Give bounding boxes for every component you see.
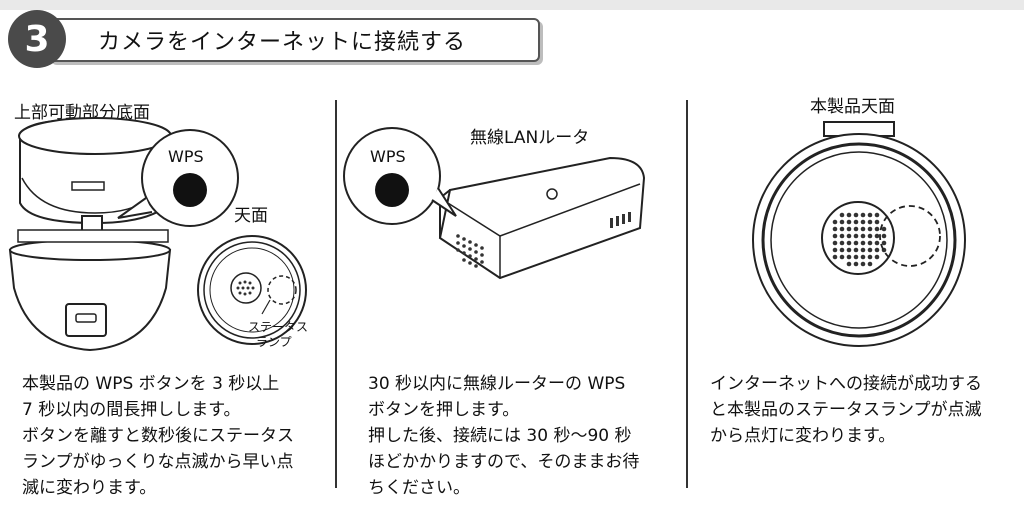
speaker-hole (867, 247, 873, 253)
speaker-hole (867, 261, 873, 267)
middle-description-line: ボタンを押します。 (368, 400, 520, 420)
step-title: カメラをインターネットに接続する (98, 30, 467, 55)
speaker-hole (846, 212, 852, 218)
speaker-hole (832, 240, 838, 246)
speaker-hole (832, 233, 838, 239)
speaker-hole (846, 233, 852, 239)
speaker-hole (853, 219, 859, 225)
speaker-hole (860, 247, 866, 253)
speaker-hole (853, 226, 859, 232)
product-top-illustration (752, 121, 966, 347)
speaker-hole (839, 233, 845, 239)
speaker-hole (867, 219, 873, 225)
speaker-hole (839, 219, 845, 225)
column-divider-1 (335, 100, 337, 488)
middle-description-line: 30 秒以内に無線ルーターの WPS (368, 374, 626, 394)
speaker-hole (881, 226, 887, 232)
status-lamp-label-line2: ランプ (256, 335, 292, 349)
column-divider-2 (686, 100, 688, 488)
step-number-badge: 3 (8, 10, 66, 68)
speaker-hole (839, 212, 845, 218)
speaker-hole (860, 261, 866, 267)
speaker-hole (874, 212, 880, 218)
speaker-hole (832, 219, 838, 225)
speaker-hole (853, 212, 859, 218)
speaker-hole (839, 240, 845, 246)
speaker-hole (846, 219, 852, 225)
middle-description-line: ほどかかりますので、そのままお待 (368, 452, 640, 472)
speaker-hole (853, 233, 859, 239)
middle-description: 30 秒以内に無線ルーターの WPS ボタンを押します。 押した後、接続には 3… (368, 371, 639, 501)
speaker-hole (846, 247, 852, 253)
right-description-line: から点灯に変わります。 (710, 426, 896, 446)
speaker-hole (853, 247, 859, 253)
step-header: カメラをインターネットに接続する 3 (8, 10, 548, 68)
right-description: インターネットへの接続が成功する と本製品のステータスランプが点滅 から点灯に変… (710, 371, 982, 449)
status-lamp-label-line1: ステータス (248, 320, 309, 334)
speaker-hole (881, 233, 887, 239)
speaker-hole (846, 240, 852, 246)
speaker-hole (839, 254, 845, 260)
left-description: 本製品の WPS ボタンを 3 秒以上 7 秒以内の間長押しします。 ボタンを離… (22, 371, 294, 501)
speaker-hole (867, 254, 873, 260)
speaker-hole (867, 212, 873, 218)
wps-label-router: WPS (370, 147, 406, 166)
speaker-hole (874, 226, 880, 232)
speaker-hole (853, 240, 859, 246)
router-label: 無線LANルータ (470, 128, 590, 148)
speaker-hole (874, 254, 880, 260)
speaker-hole (860, 226, 866, 232)
left-description-line: 7 秒以内の間長押しします。 (22, 400, 241, 420)
speaker-hole (881, 240, 887, 246)
left-description-line: ランプがゆっくりな点滅から早い点 (22, 452, 294, 472)
speaker-hole (839, 247, 845, 253)
speaker-hole (867, 240, 873, 246)
top-band (0, 0, 1024, 10)
top-face-label: 天面 (234, 206, 268, 226)
step-title-box: カメラをインターネットに接続する (48, 18, 540, 62)
speaker-hole (874, 247, 880, 253)
speaker-hole (867, 226, 873, 232)
speaker-hole (874, 233, 880, 239)
speaker-hole (846, 261, 852, 267)
router-illustration (343, 127, 646, 280)
middle-description-line: 押した後、接続には 30 秒〜90 秒 (368, 426, 632, 446)
speaker-hole (853, 254, 859, 260)
speaker-hole (832, 254, 838, 260)
speaker-hole (846, 254, 852, 260)
speaker-hole (874, 219, 880, 225)
speaker-hole (860, 212, 866, 218)
right-description-line: と本製品のステータスランプが点滅 (710, 400, 982, 420)
product-top-label: 本製品天面 (810, 97, 895, 117)
speaker-hole (860, 254, 866, 260)
speaker-hole (860, 219, 866, 225)
speaker-hole (867, 233, 873, 239)
speaker-hole (853, 261, 859, 267)
speaker-hole (860, 233, 866, 239)
left-description-line: 本製品の WPS ボタンを 3 秒以上 (22, 374, 280, 394)
wps-label-camera: WPS (168, 147, 204, 166)
speaker-hole (839, 226, 845, 232)
middle-description-line: ちください。 (368, 478, 470, 498)
speaker-hole (832, 226, 838, 232)
right-description-line: インターネットへの接続が成功する (710, 374, 982, 394)
speaker-hole (846, 226, 852, 232)
left-description-line: ボタンを離すと数秒後にステータス (22, 426, 294, 446)
speaker-hole (874, 240, 880, 246)
speaker-hole (860, 240, 866, 246)
speaker-hole (832, 247, 838, 253)
left-description-line: 滅に変わります。 (22, 478, 157, 498)
camera-bottom-illustration (8, 117, 307, 352)
